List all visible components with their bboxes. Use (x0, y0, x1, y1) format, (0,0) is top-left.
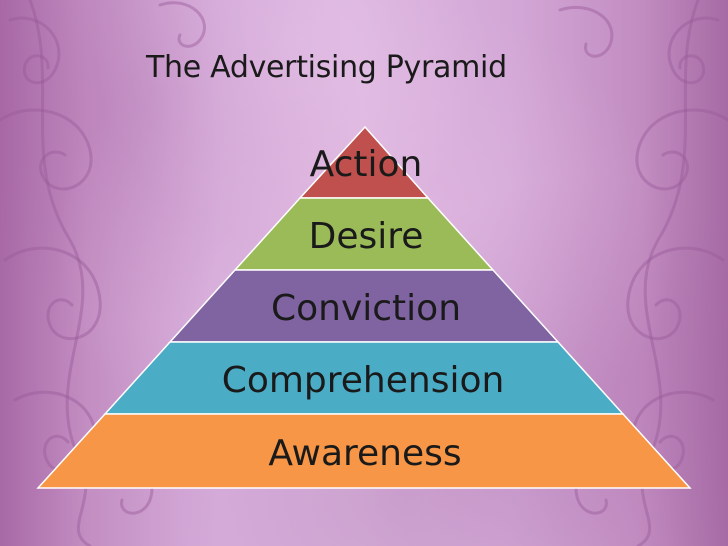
tier-label-conviction: Conviction (271, 288, 461, 329)
ornament-swirl-right-middle (626, 246, 725, 341)
ornament-swirl-top-center (558, 5, 614, 58)
tier-label-action: Action (310, 144, 423, 185)
tier-label-desire: Desire (309, 216, 424, 257)
ornament-swirl-top-left (158, 1, 206, 48)
slide-title: The Advertising Pyramid (146, 50, 507, 85)
tier-awareness (36, 413, 692, 489)
ornament-swirl-right-upper (635, 108, 728, 191)
ornament-swirl-right-top (667, 16, 720, 85)
ornament-swirl-left-upper (0, 108, 93, 191)
ornament-swirl-left-middle (3, 246, 102, 341)
ornament-stem-right (636, 0, 700, 546)
ornament-stem-left (28, 0, 92, 546)
ornament-swirl-left-top (8, 16, 61, 85)
tier-label-awareness: Awareness (268, 433, 461, 474)
tier-label-comprehension: Comprehension (222, 360, 505, 401)
